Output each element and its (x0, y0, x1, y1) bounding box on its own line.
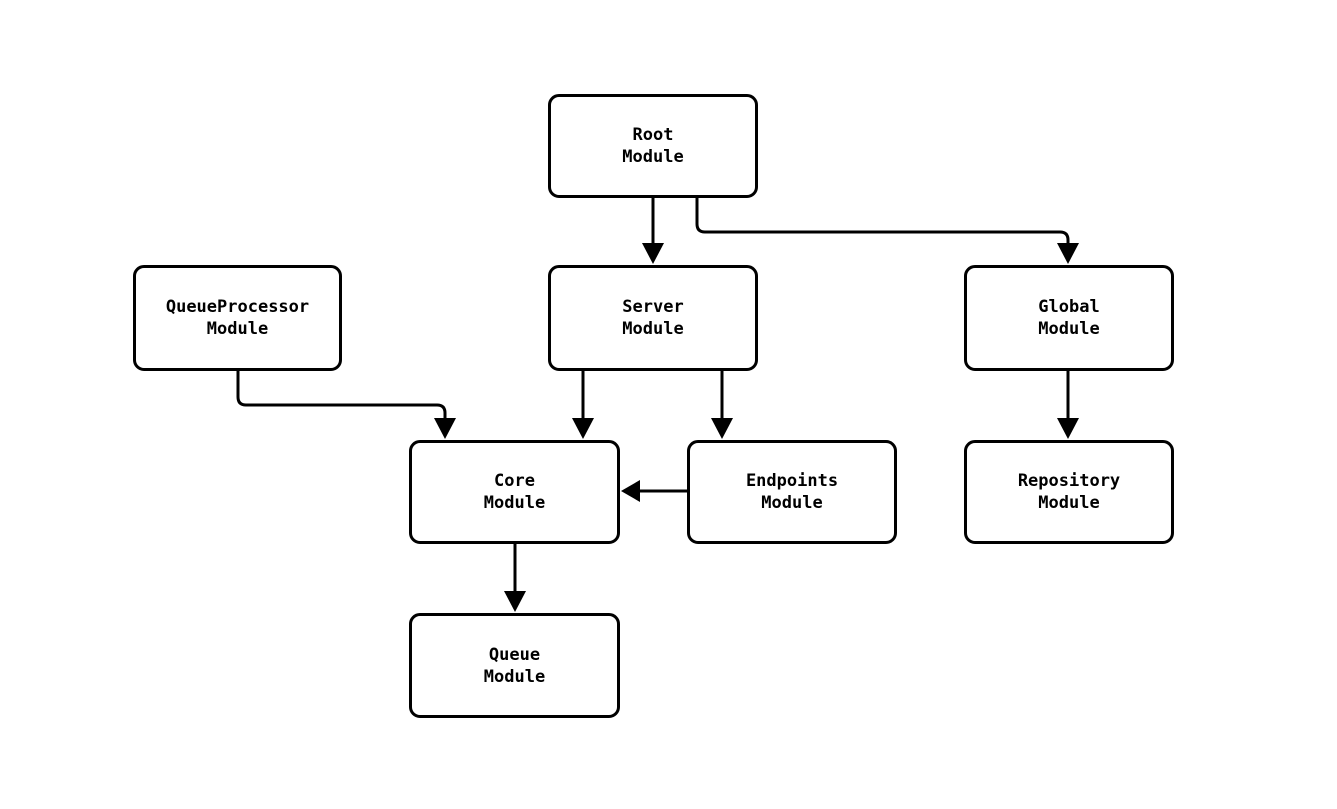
node-root[interactable]: Root Module (548, 94, 758, 198)
node-global-line2: Module (1038, 319, 1100, 339)
node-queueprocessor-line1: QueueProcessor (165, 297, 310, 317)
node-queue-line1: Queue (488, 644, 541, 665)
edge-server-to-core (572, 371, 594, 439)
node-queue[interactable]: Queue Module (409, 613, 620, 718)
node-core-line2: Module (483, 493, 546, 513)
node-server-line1: Server (622, 297, 684, 317)
node-server[interactable]: Server Module (548, 265, 758, 371)
edge-queueprocessor-to-core (236, 371, 456, 439)
node-endpoints-line1: Endpoints (745, 471, 839, 491)
edge-global-to-repository (1057, 371, 1079, 439)
node-core-line1: Core (494, 471, 535, 491)
node-global-line1: Global (1038, 297, 1100, 317)
edge-root-to-server (642, 198, 664, 264)
node-endpoints-line2: Module (761, 493, 823, 513)
edge-root-to-global (695, 198, 1079, 264)
node-repository-line2: Module (1038, 493, 1100, 513)
node-global[interactable]: Global Module (964, 265, 1174, 371)
edge-endpoints-to-core (621, 480, 687, 502)
node-root-line2: Module (622, 147, 684, 167)
node-queue-line2: Module (483, 666, 546, 687)
node-queueprocessor[interactable]: QueueProcessor Module (133, 265, 342, 371)
edge-server-to-endpoints (711, 371, 733, 439)
edge-core-to-queue (504, 544, 526, 612)
node-root-line1: Root (632, 125, 674, 145)
node-server-line2: Module (622, 319, 684, 339)
node-repository-line1: Repository (1017, 471, 1121, 491)
node-endpoints[interactable]: Endpoints Module (687, 440, 897, 544)
node-queueprocessor-line2: Module (206, 319, 269, 339)
node-repository[interactable]: Repository Module (964, 440, 1174, 544)
node-core[interactable]: Core Module (409, 440, 620, 544)
